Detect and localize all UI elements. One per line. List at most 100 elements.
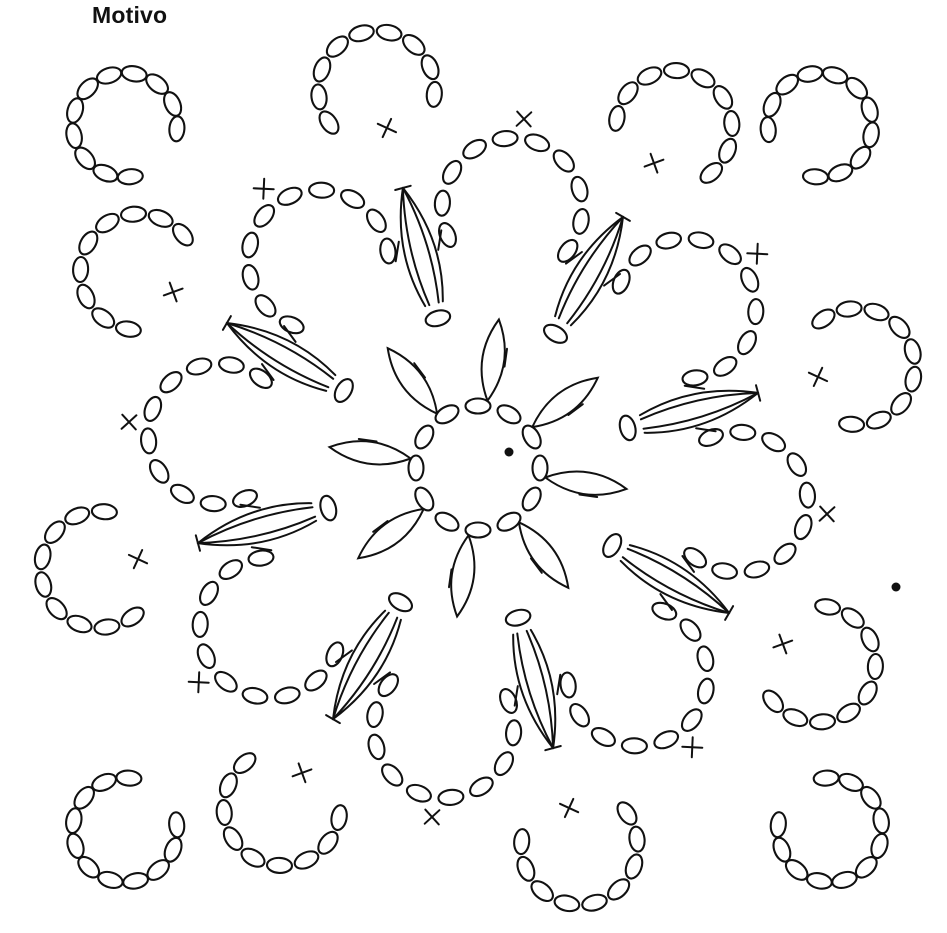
chain-stitch-4 (432, 509, 461, 534)
chain-stitch-228 (635, 64, 664, 88)
double-crochet-20 (330, 441, 411, 464)
chain-stitch-155 (460, 136, 489, 162)
chain-stitch-134 (168, 481, 197, 507)
chain-stitch-160 (571, 208, 590, 235)
chain-stitch-299 (830, 869, 858, 890)
chain-stitch-274 (796, 64, 823, 84)
chain-stitch-271 (760, 116, 777, 142)
chain-stitch-10 (494, 402, 523, 427)
double-crochet-tick-19 (373, 521, 387, 532)
chain-stitch-158 (550, 147, 578, 176)
single-crochet-244 (820, 507, 835, 522)
single-crochet-259 (809, 368, 827, 386)
chain-stitch-100 (711, 561, 738, 580)
chain-stitch-1 (519, 484, 544, 513)
chain-stitch-116 (438, 789, 464, 806)
chain-stitch-232 (723, 110, 740, 136)
single-crochet-258 (747, 244, 767, 264)
chain-stitch-214 (120, 206, 146, 223)
chain-stitch-175 (867, 654, 883, 680)
chain-stitch-241 (887, 389, 915, 418)
slip-stitch-dot-305 (892, 583, 901, 592)
chain-stitch-128 (192, 612, 208, 638)
chain-stitch-33 (424, 308, 452, 329)
single-crochet-249 (293, 763, 312, 782)
single-crochet-254 (254, 179, 274, 199)
chain-stitch-120 (365, 701, 384, 728)
chain-stitch-171 (682, 369, 709, 387)
chain-stitch-184 (604, 875, 633, 903)
chain-stitch-297 (869, 832, 891, 860)
chain-stitch-119 (366, 733, 387, 761)
single-crochet-248 (425, 810, 440, 825)
chain-stitch-216 (169, 220, 197, 249)
chain-stitch-159 (569, 175, 590, 203)
single-crochet-252 (122, 415, 137, 430)
chain-stitch-174 (858, 625, 882, 654)
chain-stitch-211 (73, 257, 89, 283)
chain-stitch-154 (439, 158, 465, 187)
chain-stitch-204 (33, 543, 53, 571)
chain-stitch-108 (622, 738, 648, 754)
chain-stitch-215 (146, 207, 175, 230)
chain-stitch-133 (200, 495, 226, 512)
chain-stitch-114 (491, 749, 517, 778)
double-crochet-18 (358, 509, 424, 558)
single-crochet-253 (164, 283, 183, 302)
chain-stitch-129 (196, 579, 221, 608)
chain-stitch-285 (122, 871, 150, 891)
chain-stitch-236 (836, 300, 863, 318)
chain-stitch-146 (250, 201, 277, 230)
chain-stitch-235 (809, 306, 838, 333)
chain-stitch-196 (216, 799, 233, 825)
single-crochet-246 (682, 737, 702, 757)
chain-stitch-197 (217, 771, 240, 800)
double-crochet-26 (532, 378, 598, 427)
chain-stitch-213 (93, 210, 122, 236)
chain-stitch-138 (157, 368, 186, 396)
double-crochet-group (196, 186, 760, 750)
chain-stitch-192 (292, 848, 321, 872)
chain-stitch-95 (784, 450, 810, 479)
single-crochet-group (122, 112, 835, 825)
chain-stitch-127 (194, 642, 218, 671)
single-crochet-257 (645, 154, 664, 173)
chain-stitch-233 (716, 136, 739, 165)
chain-stitch-190 (330, 804, 349, 831)
chain-stitch-270 (169, 116, 186, 142)
chain-stitch-224 (418, 53, 441, 82)
single-crochet-247 (560, 799, 578, 817)
chain-stitch-137 (141, 395, 164, 424)
chain-stitch-135 (146, 457, 172, 486)
chain-stitch-296 (872, 807, 891, 834)
chain-stitch-110 (566, 701, 592, 730)
chain-stitch-300 (806, 871, 834, 891)
chain-stitch-124 (273, 685, 301, 706)
chain-stitch-30 (386, 589, 415, 614)
chain-stitch-182 (628, 826, 646, 853)
chain-stitch-203 (33, 570, 54, 598)
chain-stitch-206 (63, 504, 92, 527)
chain-stitch-173 (838, 604, 867, 631)
chain-stitch-242 (864, 408, 893, 431)
chain-stitch-177 (834, 700, 863, 726)
chain-stitch-176 (855, 678, 880, 707)
chain-stitch-161 (554, 236, 581, 265)
chain-stitch-185 (580, 892, 608, 913)
single-crochet-245 (773, 635, 792, 654)
chain-stitch-130 (216, 556, 245, 582)
chain-stitch-136 (140, 428, 157, 454)
chain-stitch-179 (781, 706, 810, 729)
chain-stitch-193 (267, 857, 293, 873)
chain-stitch-267 (121, 64, 148, 83)
chain-stitch-125 (241, 686, 269, 706)
chain-stitch-198 (230, 749, 259, 777)
chain-stitch-93 (730, 424, 756, 441)
chain-stitch-238 (885, 313, 913, 342)
double-crochet-tick-27 (568, 404, 582, 415)
chain-stitch-201 (65, 613, 94, 636)
chain-stitch-292 (116, 770, 142, 787)
chain-stitch-227 (614, 79, 641, 108)
chain-stitch-157 (523, 131, 552, 154)
